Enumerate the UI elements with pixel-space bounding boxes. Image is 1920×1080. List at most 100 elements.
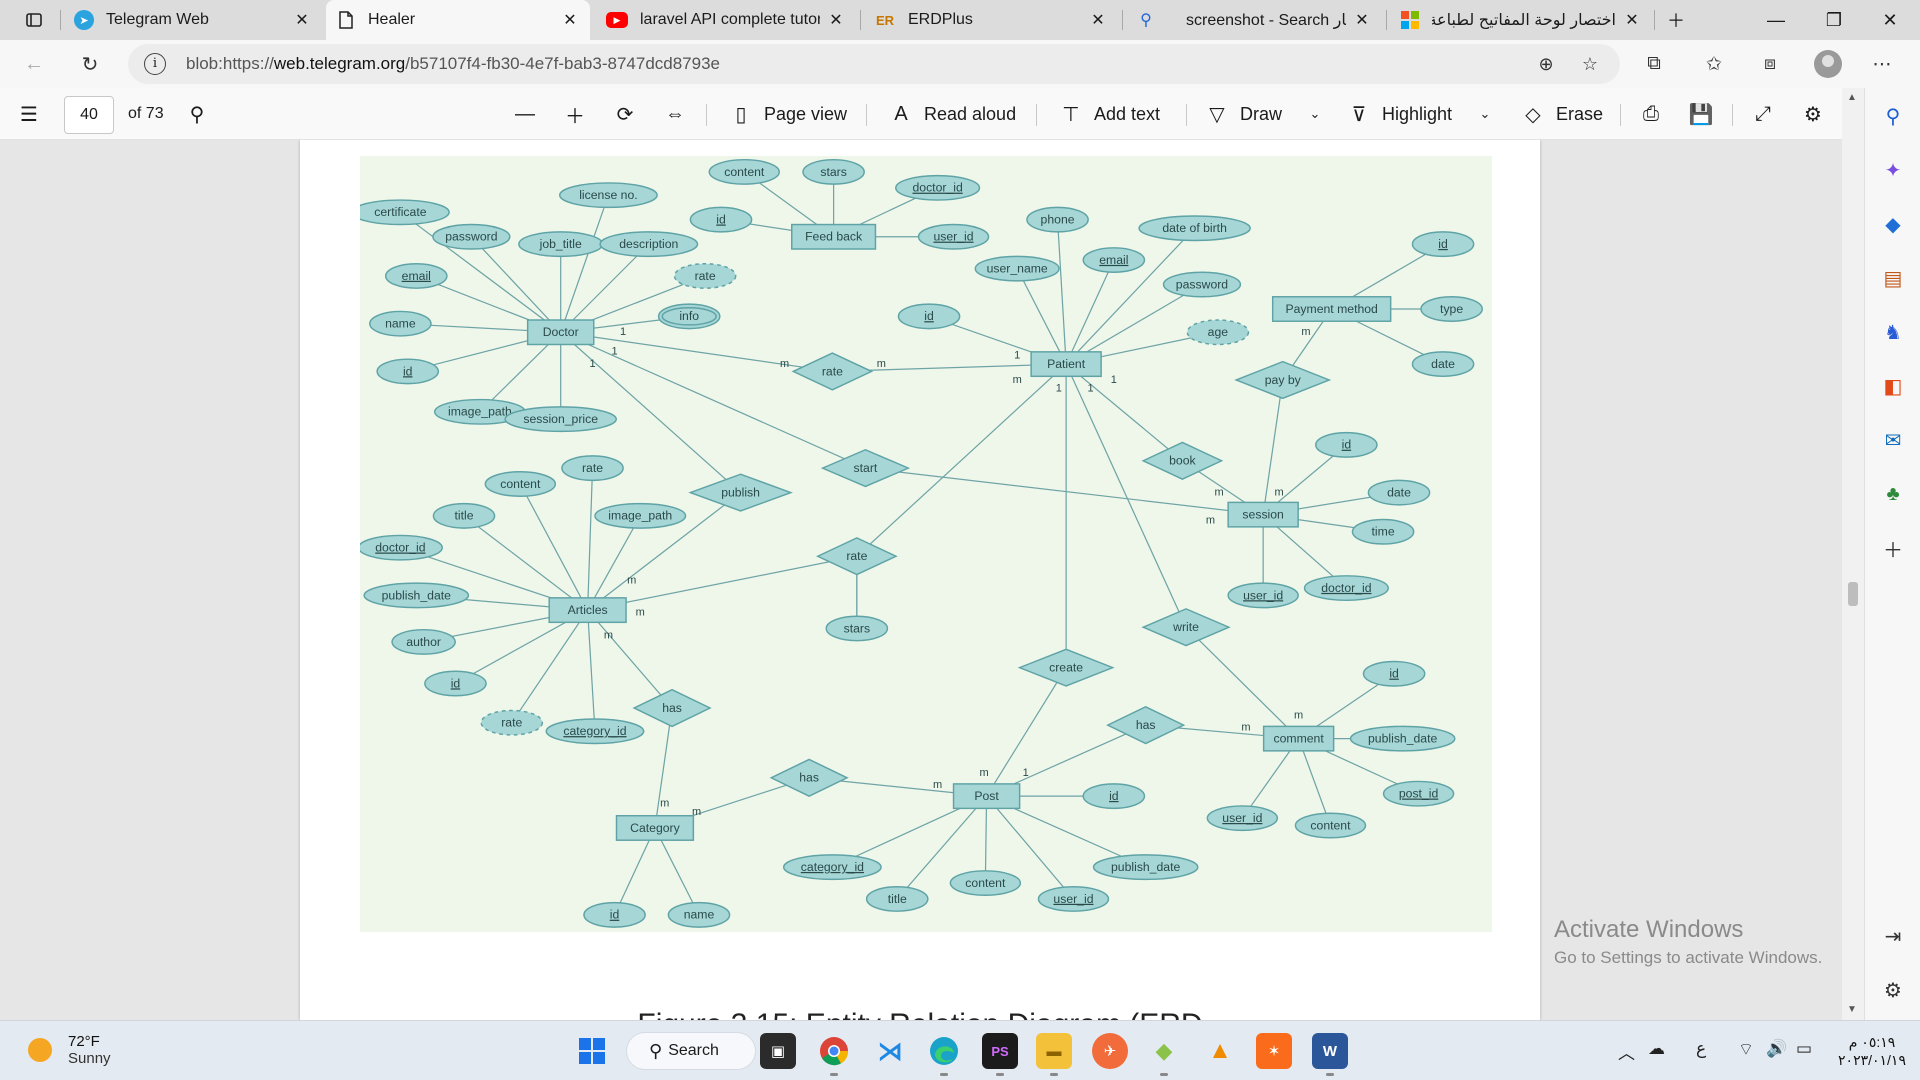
vlc-app[interactable]: ▲	[1202, 1033, 1238, 1069]
avatar[interactable]	[1814, 50, 1842, 78]
erd-entity: comment	[1262, 725, 1335, 752]
close-window-button[interactable]: ✕	[1862, 0, 1918, 40]
zoom-in-button[interactable]: ＋	[562, 98, 588, 130]
url-field[interactable]: i blob:https://web.telegram.org/b57107f4…	[128, 44, 1620, 84]
sidebar-search-button[interactable]: ⚲	[1879, 102, 1907, 130]
tab-microsoft[interactable]: اختصار لوحة المفاتيح لطباعة ✕	[1390, 4, 1652, 36]
postman-app[interactable]: ✈	[1092, 1033, 1128, 1069]
close-icon[interactable]: ✕	[1355, 12, 1369, 29]
phpstorm-app[interactable]: PS	[982, 1033, 1018, 1076]
highlight-button[interactable]: ⊽Highlight	[1346, 98, 1452, 130]
sidebar-games-button[interactable]: ♞	[1879, 318, 1907, 346]
collections-button[interactable]: ⧈	[1752, 46, 1788, 82]
settings-button[interactable]: ⚙	[1800, 98, 1826, 130]
erd-cardinality: m	[780, 358, 789, 370]
erd-attribute: rate	[480, 709, 544, 736]
erd-relationship-label: has	[662, 701, 682, 715]
sidebar-hide-button[interactable]: ⇥	[1879, 922, 1907, 950]
chrome-app[interactable]	[816, 1033, 852, 1076]
erd-attribute-label: publish_date	[1368, 731, 1437, 745]
scroll-up-icon[interactable]: ▲	[1847, 92, 1857, 103]
tab-erdplus[interactable]: ER ERDPlus ✕	[864, 4, 1118, 36]
add-favorite-button[interactable]: ☆	[1576, 52, 1604, 76]
word-app[interactable]: W	[1312, 1033, 1348, 1076]
start-button[interactable]	[574, 1033, 610, 1069]
extensions-button[interactable]: ⧉	[1636, 46, 1672, 82]
sidebar-shopping-button[interactable]: ◆	[1879, 210, 1907, 238]
favorites-button[interactable]: ✩	[1696, 46, 1732, 82]
sidebar-tree-button[interactable]: ♣	[1879, 480, 1907, 508]
close-icon[interactable]: ✕	[829, 12, 843, 29]
close-icon[interactable]: ✕	[295, 12, 309, 29]
tab-healer[interactable]: Healer ✕	[326, 0, 590, 40]
page-number-input[interactable]: 40	[64, 96, 114, 134]
xampp-app[interactable]: ✶	[1256, 1033, 1292, 1069]
new-tab-button[interactable]: ＋	[1648, 0, 1704, 40]
tray-chevron-icon[interactable]: ︿	[1618, 1044, 1635, 1063]
erd-cardinality: 1	[1111, 374, 1117, 386]
battery-icon[interactable]: ▭	[1796, 1039, 1813, 1058]
sidebar-outlook-button[interactable]: ✉	[1879, 426, 1907, 454]
add-text-button[interactable]: ⊤Add text	[1058, 98, 1160, 130]
edge-app[interactable]	[926, 1033, 962, 1076]
refresh-button[interactable]: ↻	[72, 46, 108, 82]
weather-widget[interactable]: 72°F Sunny	[28, 1033, 111, 1067]
save-button[interactable]: 💾	[1688, 98, 1714, 130]
erd-connector	[1065, 227, 1196, 365]
tab-telegram[interactable]: ➤ Telegram Web ✕	[64, 4, 322, 36]
tab-search[interactable]: ⚲ screenshot - Search اختصار ✕	[1126, 4, 1382, 36]
erd-connector	[479, 331, 562, 413]
wifi-icon[interactable]: ⌔	[1738, 1040, 1754, 1059]
onedrive-icon[interactable]: ☁	[1648, 1039, 1665, 1058]
vscode-app[interactable]: ⋊	[872, 1033, 908, 1069]
find-button[interactable]: ⚲	[184, 98, 210, 130]
highlight-options-button[interactable]: ⌄	[1472, 98, 1498, 130]
tab-actions-button[interactable]	[14, 4, 48, 36]
draw-options-button[interactable]: ⌄	[1302, 98, 1328, 130]
rotate-button[interactable]: ⟳	[612, 98, 638, 130]
scroll-thumb[interactable]	[1848, 582, 1858, 606]
sidebar-tools-button[interactable]: ▤	[1879, 264, 1907, 292]
volume-icon[interactable]: 🔊	[1766, 1039, 1788, 1058]
minimize-button[interactable]: —	[1748, 0, 1804, 40]
erd-attribute: doctor_id	[1303, 575, 1389, 602]
scroll-down-icon[interactable]: ▼	[1847, 1004, 1857, 1015]
zoom-out-button[interactable]: —	[512, 98, 538, 130]
fit-width-button[interactable]: ⇔	[662, 98, 688, 130]
restore-button[interactable]: ❐	[1806, 0, 1862, 40]
erase-button[interactable]: ◇Erase	[1520, 98, 1603, 130]
task-view-app[interactable]: ▣	[760, 1033, 796, 1069]
clock[interactable]: ٠٥:١٩ م ٢٠٢٣/٠١/١٩	[1832, 1033, 1912, 1069]
erd-attribute: email	[1082, 247, 1146, 274]
close-icon[interactable]: ✕	[1091, 12, 1105, 29]
vertical-scrollbar[interactable]: ▲ ▼	[1842, 88, 1864, 1020]
sidebar-add-button[interactable]: ＋	[1879, 534, 1907, 562]
language-indicator[interactable]: ع	[1696, 1039, 1707, 1058]
sidebar-office-button[interactable]: ◧	[1879, 372, 1907, 400]
erd-connector	[400, 211, 562, 333]
print-button[interactable]: ⎙	[1638, 98, 1664, 130]
close-icon[interactable]: ✕	[563, 12, 577, 29]
more-button[interactable]: ⋯	[1864, 46, 1900, 82]
sidebar-settings-button[interactable]: ⚙	[1879, 976, 1907, 1004]
contents-button[interactable]: ☰	[16, 98, 42, 130]
back-button[interactable]: ←	[16, 46, 52, 82]
list-icon: ☰	[20, 103, 38, 126]
erd-attribute-label: id	[1342, 438, 1352, 452]
fullscreen-button[interactable]: ⤢	[1750, 98, 1776, 130]
erd-attribute: description	[599, 231, 699, 258]
explorer-app[interactable]: ▬	[1036, 1033, 1072, 1076]
info-icon[interactable]: i	[144, 53, 166, 75]
draw-button[interactable]: ▽Draw	[1204, 98, 1282, 130]
sidebar-copilot-button[interactable]: ✦	[1879, 156, 1907, 184]
zoom-button[interactable]: ⊕	[1532, 52, 1560, 76]
taskbar-search[interactable]: ⚲Search	[626, 1032, 756, 1070]
close-icon[interactable]: ✕	[1625, 12, 1639, 29]
page-view-button[interactable]: ▯Page view	[728, 98, 847, 130]
xampp-icon: ✶	[1267, 1043, 1281, 1060]
git-app[interactable]: ◆	[1146, 1033, 1182, 1076]
tab-youtube[interactable]: ▶ laravel API complete tutoria ✕	[596, 4, 856, 36]
erd-attribute: id	[689, 206, 753, 233]
